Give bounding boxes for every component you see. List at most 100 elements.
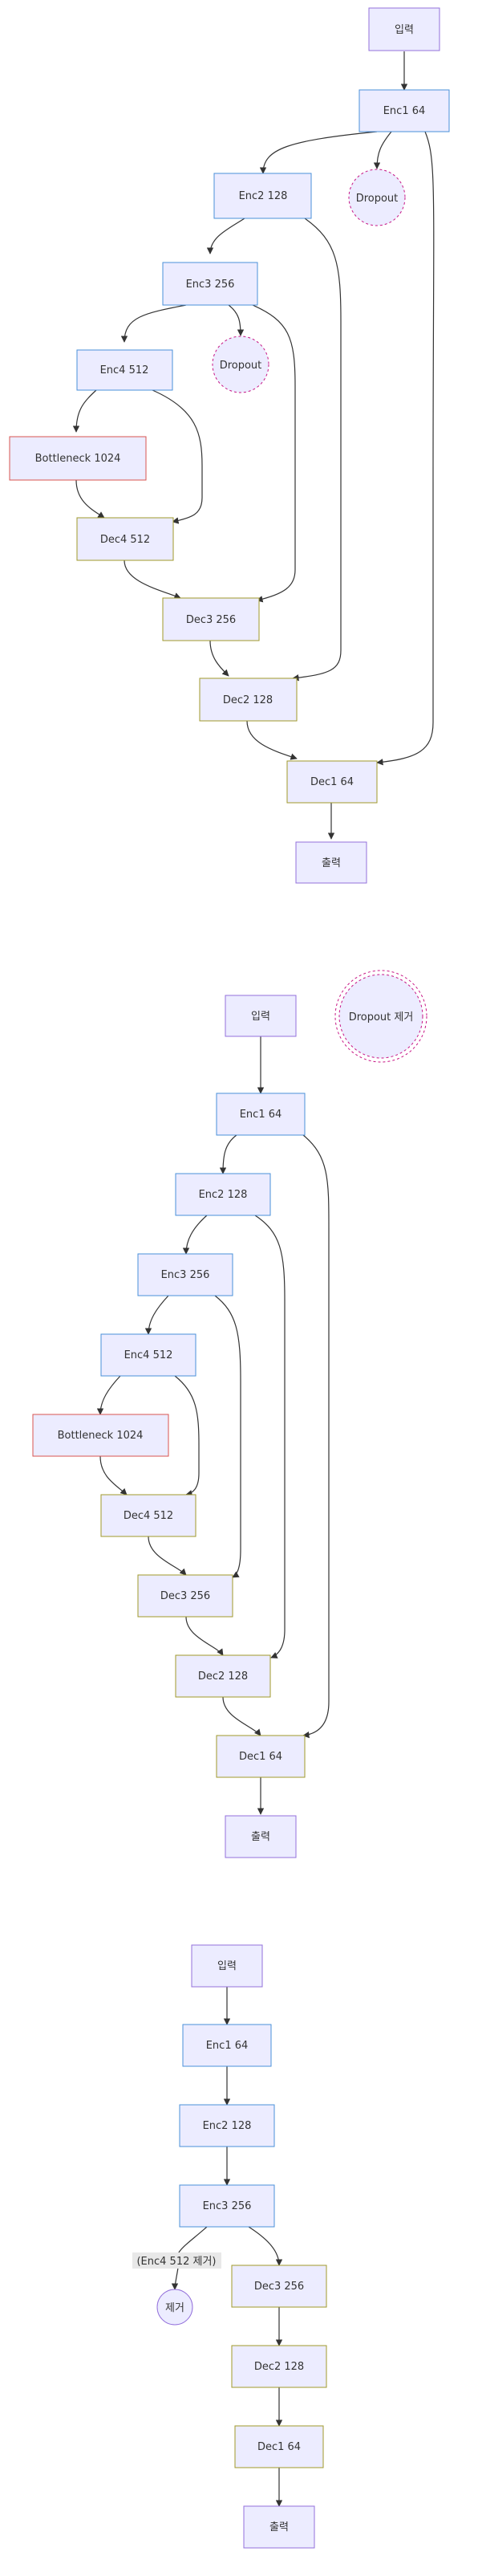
- node-bottleneck: Bottleneck 1024: [9, 436, 147, 481]
- diagram-1: 입력 Enc1 64 Dropout Enc2 128 Enc3 256 Dro…: [9, 7, 450, 884]
- node2-note-label: Dropout 제거: [349, 1011, 414, 1023]
- diagram-2: 입력 Dropout 제거 Enc1 64 Enc2 128 Enc3 256 …: [32, 970, 427, 1858]
- node2-dec4-label: Dec4 512: [124, 1510, 173, 1522]
- edge3-label: (Enc4 512 제거): [132, 2252, 221, 2269]
- node-enc4: Enc4 512: [76, 349, 173, 391]
- node3-dec3-label: Dec3 256: [254, 2281, 304, 2293]
- node-dec2: Dec2 128: [199, 678, 298, 722]
- node2-dec3-label: Dec3 256: [160, 1590, 210, 1602]
- node-dropout-b-label: Dropout: [220, 360, 262, 372]
- node2-enc2-label: Enc2 128: [199, 1189, 248, 1201]
- node3-enc2-label: Enc2 128: [203, 2120, 252, 2132]
- edge3-label-text: (Enc4 512 제거): [136, 2256, 216, 2268]
- diagram-3: 입력 Enc1 64 Enc2 128 Enc3 256 (Enc4 512 제…: [132, 1944, 327, 2549]
- edge3-label-removed: [171, 2267, 179, 2290]
- node-dropout-a: Dropout: [348, 169, 406, 226]
- node3-enc3-label: Enc3 256: [203, 2200, 252, 2212]
- node-enc3: Enc3 256: [162, 262, 258, 306]
- node-dec1: Dec1 64: [286, 760, 378, 804]
- edge2-dec3-dec2: [185, 1616, 224, 1656]
- node3-enc3: Enc3 256: [179, 2184, 275, 2228]
- node2-enc1: Enc1 64: [216, 1093, 306, 1136]
- edge-enc3-enc4: [120, 304, 187, 343]
- edge-enc1-dec1: [376, 131, 435, 766]
- node2-enc4: Enc4 512: [100, 1333, 196, 1377]
- edge-dec3-dec2: [209, 640, 229, 677]
- node3-dec1: Dec1 64: [234, 2425, 324, 2468]
- node-output: 출력: [295, 841, 367, 884]
- node-dec4-label: Dec4 512: [100, 534, 150, 546]
- node3-dec3: Dec3 256: [231, 2265, 327, 2308]
- edge-bottleneck-dec4: [75, 479, 105, 519]
- node-input-label: 입력: [395, 24, 414, 36]
- edge-enc2-dec2: [292, 218, 342, 682]
- node-dropout-a-label: Dropout: [356, 193, 399, 205]
- node2-dec1: Dec1 64: [216, 1735, 306, 1778]
- node2-enc3: Enc3 256: [137, 1253, 233, 1296]
- edge3-enc3-dec3: [248, 2226, 283, 2266]
- edge2-enc2-dec2: [254, 1215, 286, 1658]
- edge-dec4-dec3: [124, 560, 181, 600]
- edge2-enc4-dec4: [174, 1375, 200, 1497]
- node-dec3: Dec3 256: [162, 597, 260, 641]
- edge2-dec2-dec1: [222, 1696, 261, 1736]
- node2-enc3-label: Enc3 256: [161, 1269, 210, 1281]
- node3-removed: 제거: [156, 2289, 193, 2326]
- node2-output-label: 출력: [251, 1831, 270, 1843]
- node-enc1: Enc1 64: [358, 89, 450, 132]
- edge2-enc1-dec1: [302, 1134, 330, 1739]
- edge2-enc3-enc4: [144, 1295, 169, 1335]
- node-bottleneck-label: Bottleneck 1024: [35, 453, 121, 465]
- node2-input-label: 입력: [251, 1011, 270, 1023]
- node3-dec2: Dec2 128: [231, 2345, 327, 2388]
- node-dec1-label: Dec1 64: [310, 776, 354, 788]
- edge2-dec4-dec3: [148, 1536, 187, 1576]
- node3-dec2-label: Dec2 128: [254, 2361, 304, 2373]
- node2-enc4-label: Enc4 512: [124, 1349, 173, 1361]
- node2-dec2: Dec2 128: [175, 1654, 271, 1698]
- node2-input: 입력: [225, 995, 297, 1037]
- node-input: 입력: [368, 7, 440, 51]
- node2-dec1-label: Dec1 64: [239, 1751, 282, 1763]
- node-enc4-label: Enc4 512: [100, 364, 149, 376]
- node-output-label: 출력: [322, 857, 341, 869]
- node3-removed-label: 제거: [165, 2302, 184, 2314]
- node3-output: 출력: [243, 2505, 315, 2549]
- node-enc2: Enc2 128: [213, 173, 312, 219]
- edge-dec2-dec1: [246, 720, 298, 760]
- node2-output: 출력: [225, 1815, 297, 1858]
- node2-enc1-label: Enc1 64: [240, 1109, 282, 1121]
- node2-dec4: Dec4 512: [100, 1494, 196, 1537]
- node3-dec1-label: Dec1 64: [257, 2441, 301, 2453]
- node3-enc1-label: Enc1 64: [206, 2040, 249, 2052]
- edge-enc4-dec4: [152, 389, 203, 524]
- node2-dec3: Dec3 256: [137, 1574, 233, 1618]
- node2-bottleneck-label: Bottleneck 1024: [58, 1430, 144, 1442]
- node2-dec2-label: Dec2 128: [198, 1671, 248, 1683]
- node-dec4: Dec4 512: [76, 517, 174, 561]
- node2-bottleneck: Bottleneck 1024: [32, 1414, 169, 1457]
- node-enc3-label: Enc3 256: [186, 279, 235, 291]
- edge-enc2-enc3: [206, 218, 245, 254]
- node-enc2-label: Enc2 128: [239, 190, 288, 202]
- node-dropout-b: Dropout: [212, 336, 269, 393]
- node2-enc2: Enc2 128: [175, 1173, 271, 1216]
- edge2-enc3-dec3: [214, 1295, 241, 1578]
- edge2-enc2-enc3: [182, 1215, 208, 1255]
- edge2-enc4-bottleneck: [96, 1375, 121, 1415]
- node-dec2-label: Dec2 128: [223, 694, 273, 706]
- edge-enc1-enc2: [259, 131, 378, 174]
- edge-enc1-dropout-a: [373, 131, 392, 169]
- edge3-enc3-removed: [177, 2226, 208, 2255]
- edge-enc3-dec3: [252, 304, 296, 603]
- node-enc1-label: Enc1 64: [383, 105, 426, 117]
- edge-enc3-dropout-b: [228, 304, 245, 336]
- edge2-bottleneck-dec4: [99, 1455, 128, 1496]
- node3-enc1: Enc1 64: [182, 2024, 272, 2067]
- node-dec3-label: Dec3 256: [186, 614, 236, 626]
- edge2-enc1-enc2: [219, 1134, 237, 1174]
- node3-output-label: 출력: [269, 2521, 289, 2533]
- node2-note: Dropout 제거: [334, 970, 427, 1063]
- node3-input: 입력: [191, 1944, 263, 1988]
